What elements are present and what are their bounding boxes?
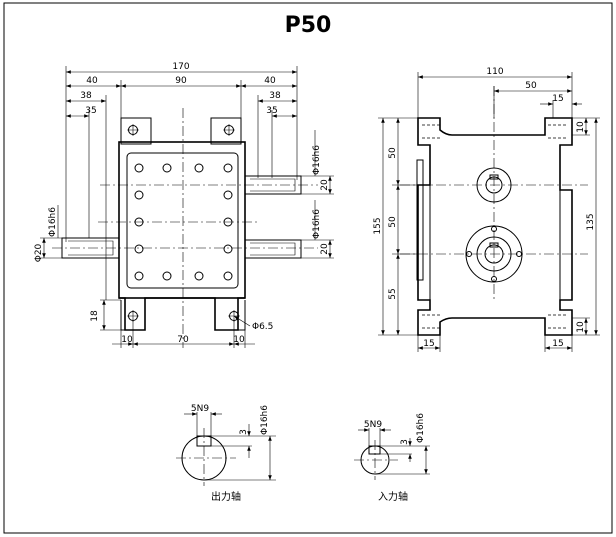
model-title: P50 [285,13,332,38]
dim-lower-shaft-len: 20 [320,243,330,255]
dim-right-35: 35 [266,106,277,116]
input-key-width: 5N9 [364,420,382,430]
dim-side-seg3: 55 [388,288,398,299]
output-key-depth: 3 [239,429,249,435]
dim-upper-shaft-len: 20 [320,179,330,191]
dim-right-38: 38 [269,91,281,101]
dim-hole: Φ6.5 [252,322,273,332]
top-right-lug [210,117,242,145]
output-shaft-section: 5N9 3 Φ16h6 出力轴 [176,404,276,503]
dim-side-50: 50 [525,81,537,91]
dim-side-110: 110 [486,67,503,77]
side-view: 110 50 15 10 135 10 155 50 50 55 15 15 [373,67,600,352]
input-shaft-section: 5N9 3 Φ16h6 入力轴 [354,413,430,503]
dim-side-10-bottom: 10 [576,321,586,333]
bottom-feet [119,297,245,331]
dim-side-foot-right: 15 [552,339,563,349]
dim-foot-height: 18 [90,310,100,322]
output-shaft-caption: 出力轴 [211,490,241,503]
dim-side-155: 155 [373,217,383,234]
cover-bolt-holes [134,163,233,281]
dim-side-foot-left: 15 [423,339,434,349]
dim-foot-left: 10 [121,335,133,345]
dim-foot-right: 10 [233,335,245,345]
dim-left-shaft-dia: Φ16h6 [48,207,58,237]
input-keyway [368,445,381,455]
dim-left-38: 38 [80,91,92,101]
input-shaft-caption: 入力轴 [378,490,408,503]
dim-side-seg2: 50 [388,216,398,228]
input-key-depth: 3 [400,439,410,445]
right-lower-shaft [244,239,302,259]
dim-lower-shaft-dia: Φ16h6 [312,209,322,239]
dim-upper-shaft-dia: Φ16h6 [312,145,322,175]
dim-side-10-top: 10 [576,121,586,133]
dim-left-35: 35 [85,106,96,116]
dim-170: 170 [172,62,189,72]
drawing-border [3,2,613,534]
dim-side-seg1: 50 [388,147,398,159]
side-flange-strip [416,159,424,281]
top-left-lug [120,117,152,145]
front-housing [118,141,246,299]
dim-foot-pitch: 70 [177,335,189,345]
output-key-width: 5N9 [191,404,209,414]
dim-center-90: 90 [175,76,187,86]
dim-left-40: 40 [86,76,98,86]
front-cover-plate [126,152,239,289]
front-view: 170 40 90 40 38 38 35 35 Φ16h6 20 Φ16h6 … [34,62,334,348]
input-shaft-dia: Φ16h6 [416,413,426,443]
dim-right-40: 40 [264,76,276,86]
dim-side-15-top: 15 [552,94,563,104]
output-shaft-dia: Φ16h6 [260,405,270,435]
dim-side-135: 135 [586,213,596,230]
dim-left-shaft-len: Φ20 [34,243,44,262]
